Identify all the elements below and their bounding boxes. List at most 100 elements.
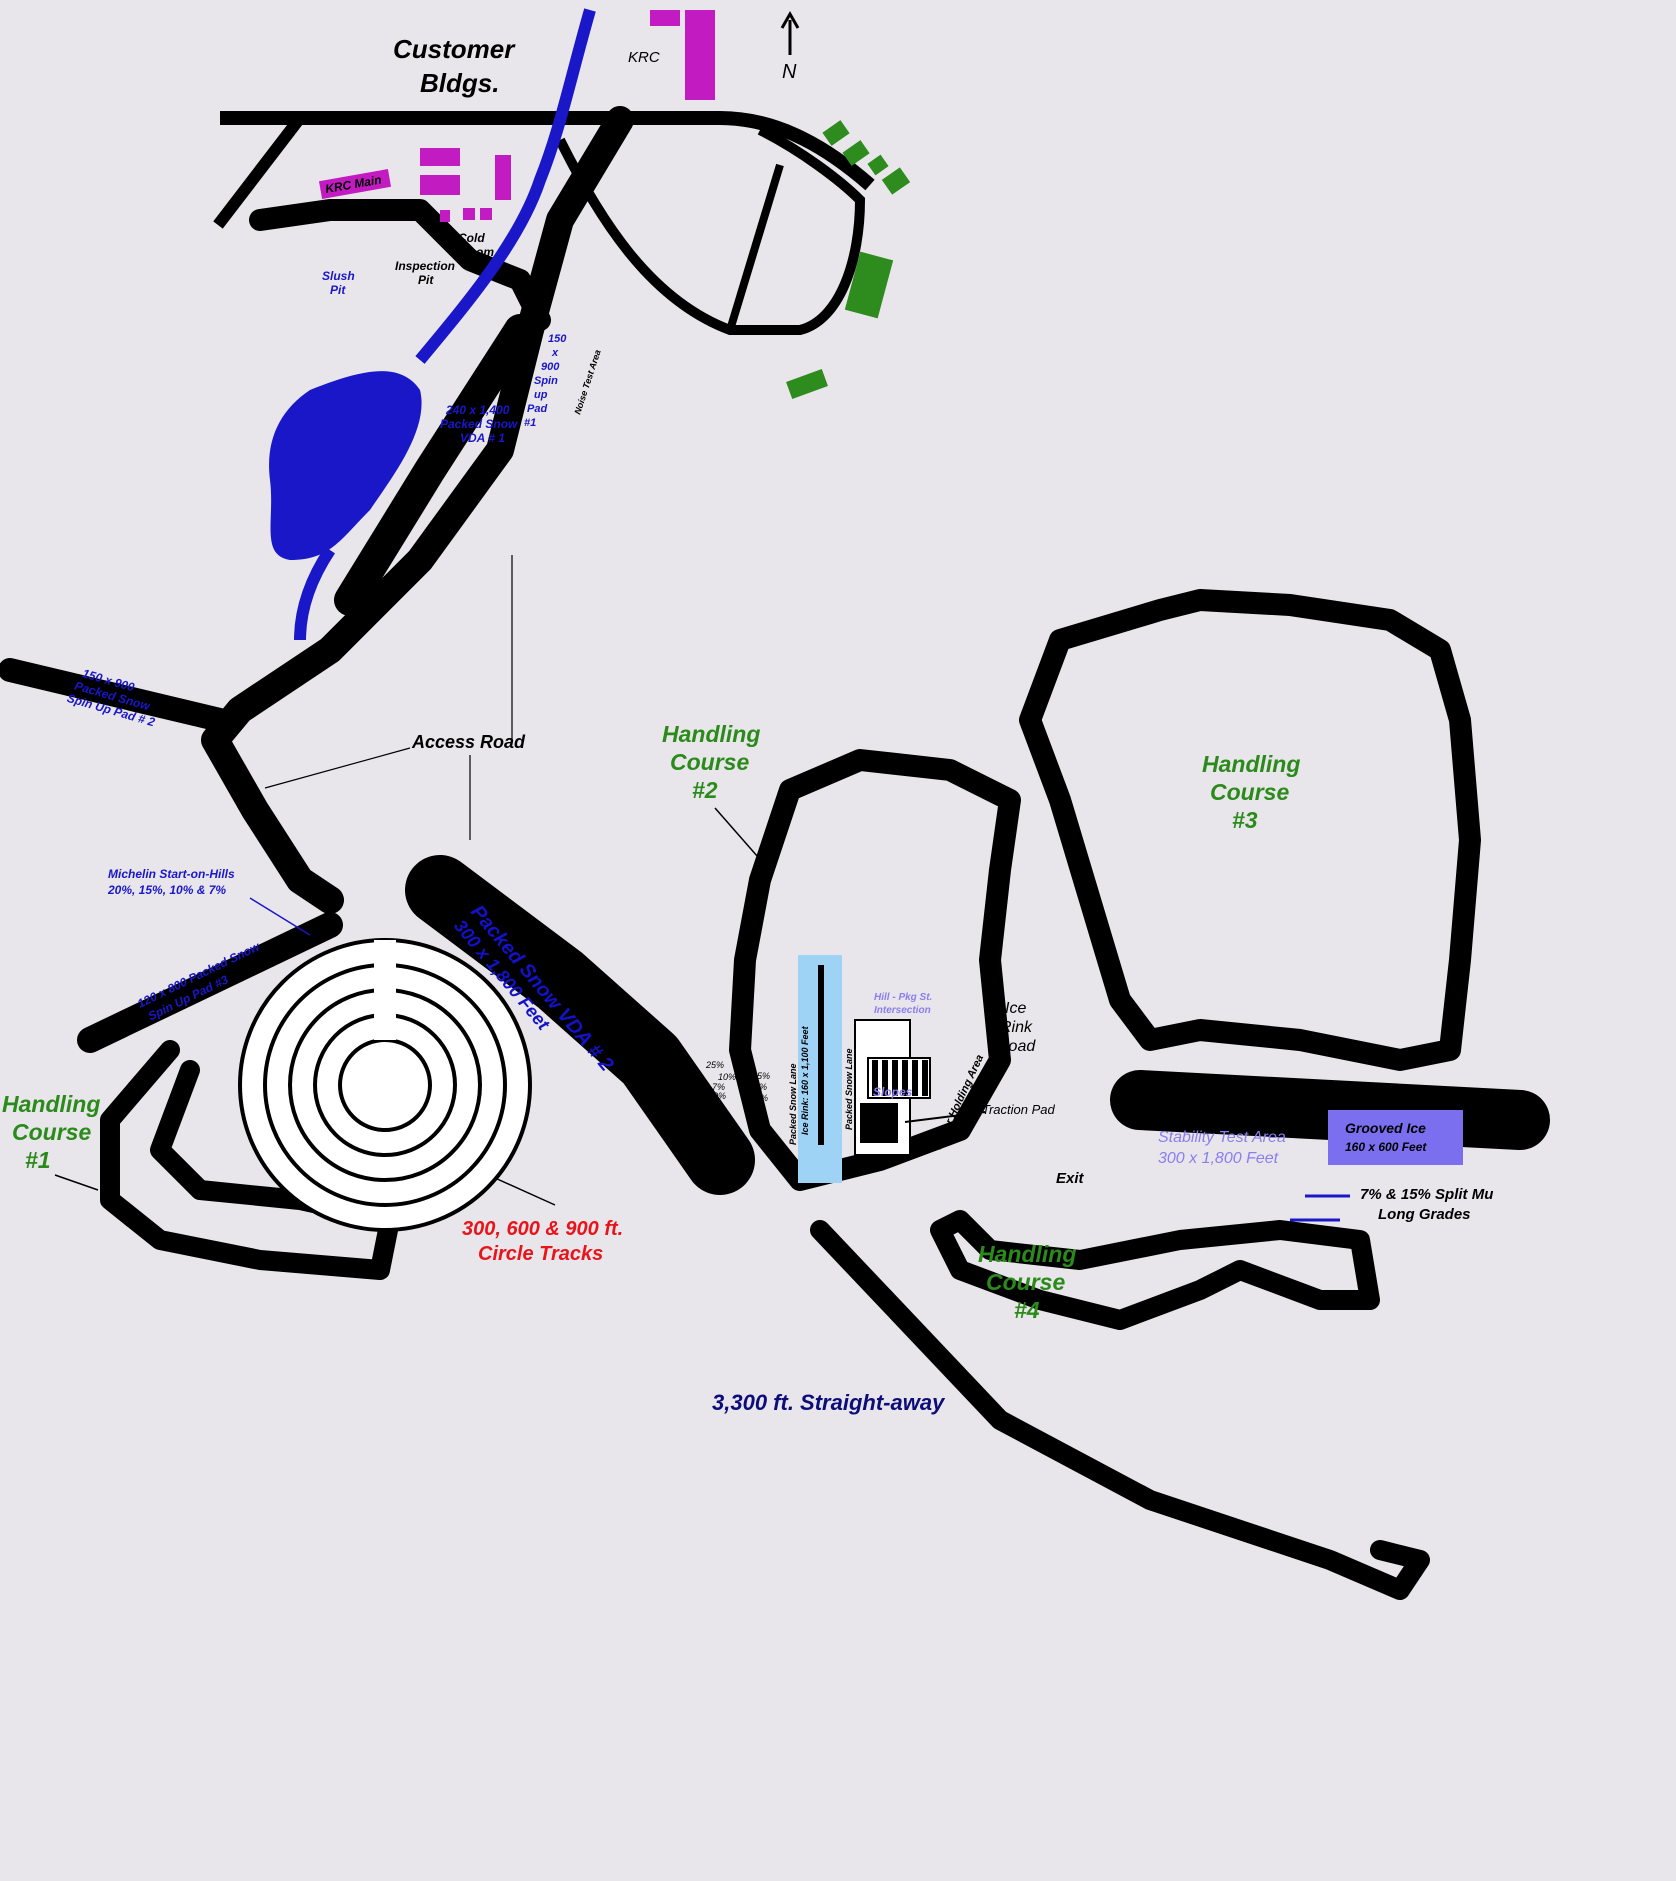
spinup1-label-7: #1 [524,417,536,429]
grooved-ice-label-2: 160 x 600 Feet [1345,1140,1427,1154]
north-arrow [780,10,800,55]
customer-bldgs-label-2: Bldgs. [420,68,499,98]
stability-label-1: Stability Test Area [1158,1129,1286,1146]
krc-main-building [318,169,392,199]
hc2-label-2: Course [670,749,749,775]
green-building-4 [881,167,911,195]
traction-pad [860,1103,898,1143]
split-mu-label-2: Long Grades [1378,1206,1471,1223]
lake [269,371,422,560]
ice-rink-dims-label: Ice Rink: 160 x 1,100 Feet [800,1025,810,1135]
circle-tracks-pointer [494,1177,556,1206]
customer-bldgs-label-1: Customer [393,34,516,64]
hill-intersection-label-1: Hill - Pkg St. [874,992,932,1003]
cold-room-label-1: Cold [458,231,485,245]
highway-diagonal [213,114,305,229]
green-building-2 [842,140,870,166]
ice-rink-lane-label: Packed Snow Lane [788,1063,798,1145]
ice-rink-road-label-1: Ice [1005,1000,1026,1017]
slopes-stripes [872,1060,928,1096]
green-building-1 [822,120,850,146]
buildings [318,10,911,399]
hill-intersection-label-2: Intersection [874,1005,931,1016]
traction-pad-label: Traction Pad [982,1102,1056,1117]
hc2-pointer [714,807,766,866]
slush-pit-label-2: Pit [330,283,346,297]
hc1-label-2: Course [12,1119,91,1145]
cold-room-label-2: Room [460,245,494,259]
road-surfaces [2,111,1545,1596]
vda1-label-3: VDA # 1 [460,431,505,445]
exit-label: Exit [1056,1170,1085,1187]
hc3-label-3: #3 [1232,807,1258,833]
cold-room-building-1 [463,208,475,220]
hc4-label-3: #4 [1014,1297,1040,1323]
ice-rink-road-label-3: Road [997,1038,1036,1055]
spinup1-label-6: Pad [527,403,547,415]
circle-tracks [238,938,532,1232]
circle-tracks-label-1: 300, 600 & 900 ft. [462,1218,623,1240]
krc-building-2 [685,10,715,100]
grade-left-4: 20% [707,1091,726,1101]
slopes-label: Slopes [873,1085,913,1099]
slush-pit-label-1: Slush [322,269,355,283]
north-loop-road [555,125,866,335]
north-loop-crossroad [726,163,784,332]
grooved-ice-label-1: Grooved Ice [1345,1120,1426,1136]
customer-building-1 [420,148,460,166]
straightaway-label: 3,300 ft. Straight-away [712,1390,946,1415]
spinup1-label-2: x [551,347,559,359]
hc1-pointer [54,1174,99,1191]
vda1-label-1: 240 x 1,400 [445,403,510,417]
spinup1-label-5: up [534,389,548,401]
packed-snow-lane-label: Packed Snow Lane [844,1048,854,1130]
customer-building-3 [495,155,511,200]
green-building-5 [844,251,894,319]
hc3-label-1: Handling [1202,751,1300,777]
grade-left-3: 7% [712,1082,725,1092]
inspection-pit-label-2: Pit [418,273,434,287]
michelin-label-2: 20%, 15%, 10% & 7% [107,883,226,897]
spinup1-label-3: 900 [541,361,560,373]
grade-right-1: 15% [752,1071,770,1081]
grade-right-3: 10% [750,1093,768,1103]
green-building-6 [786,369,828,399]
hc4-label-2: Course [986,1269,1065,1295]
noise-test-label: Noise Test Area [572,348,602,415]
hc2-label-1: Handling [662,721,760,747]
river [294,8,596,641]
traction-pad-pointer [904,1111,986,1123]
highway [220,111,875,191]
green-building-3 [867,154,889,176]
stability-label-2: 300 x 1,800 Feet [1158,1150,1279,1167]
hc4-label-1: Handling [978,1241,1076,1267]
michelin-label-1: Michelin Start-on-Hills [108,867,235,881]
ice-rink-road-label-2: Rink [1000,1019,1033,1036]
spinup1-label-4: Spin [534,375,558,387]
road-network [0,106,1550,1600]
grooved-ice-area [1328,1110,1463,1165]
circle-tracks-label-2: Circle Tracks [478,1243,603,1265]
customer-building-2 [420,175,460,195]
hc2-label-3: #2 [692,777,718,803]
inspection-pit-label-1: Inspection [395,259,455,273]
ice-rink-divider [818,965,824,1145]
access-road-label: Access Road [411,732,526,752]
north-label: N [782,61,797,83]
inspection-pit-building [440,210,450,222]
vda1-label-2: Packed Snow [440,417,518,431]
hc3-label-2: Course [1210,779,1289,805]
michelin-pointer [249,897,311,936]
grade-left-1: 25% [705,1060,724,1070]
grade-right-2: 7% [754,1082,767,1092]
slopes-block [867,1057,931,1099]
krc-building-1 [650,10,680,26]
spinup1-label-1: 150 [548,333,567,345]
hc1-label-1: Handling [2,1091,100,1117]
grade-left-2: 10% [718,1072,736,1082]
krc-label: KRC [628,49,660,66]
cold-room-building-2 [480,208,492,220]
access-road-pointers [264,555,513,840]
split-mu-label-1: 7% & 15% Split Mu [1360,1186,1493,1203]
